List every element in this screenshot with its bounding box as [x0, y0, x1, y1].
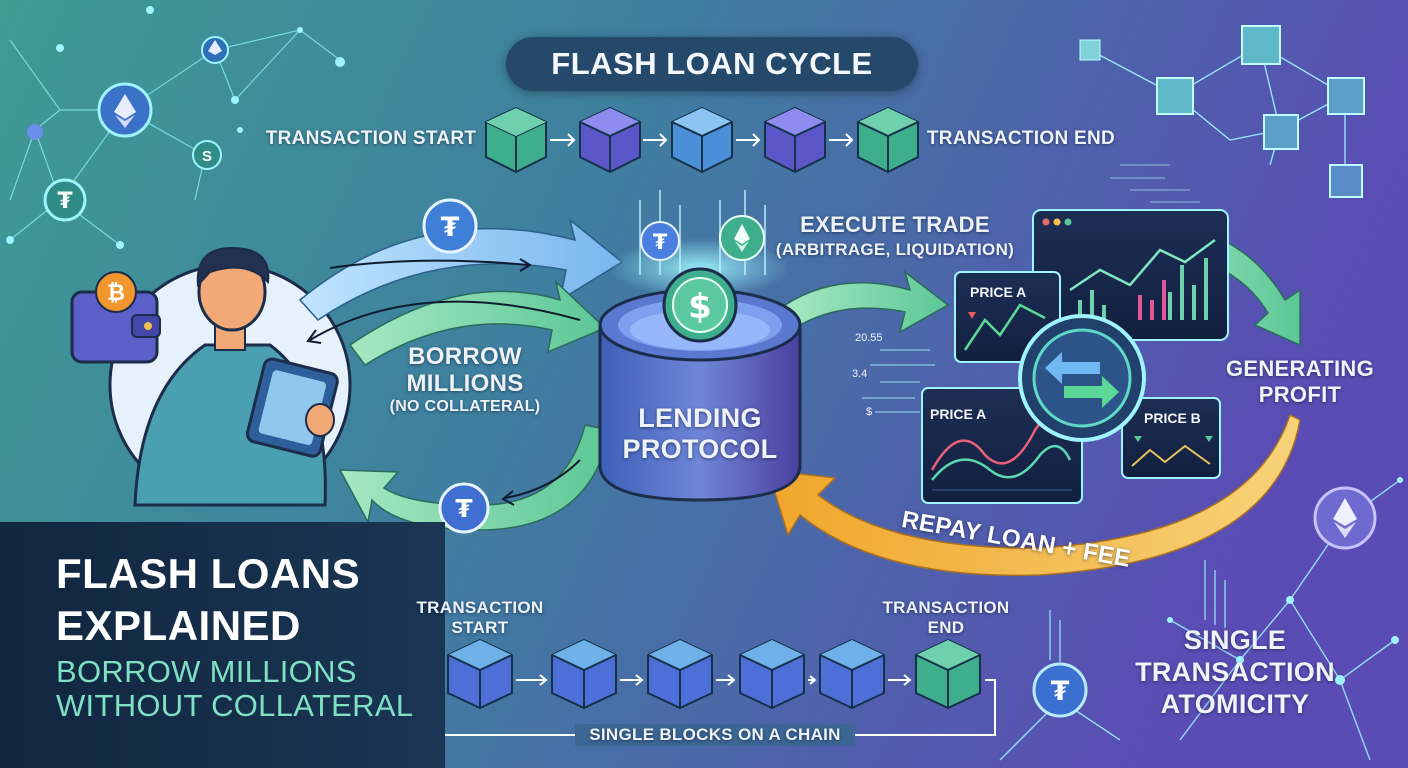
bottom-block-3: [647, 638, 713, 710]
tether-coin-return: ₮: [438, 482, 490, 534]
dashboard-connectors: [862, 349, 935, 413]
bottom-block-4: [739, 638, 805, 710]
bottom-start-label-line1: TRANSACTION: [416, 598, 544, 617]
ether-coin-small: [201, 36, 229, 64]
explainer-panel: [0, 522, 445, 768]
explainer-title-line2: EXPLAINED: [56, 602, 301, 649]
atomicity-line1: SINGLE: [1183, 625, 1287, 655]
bottom-block-6: [915, 638, 981, 710]
repay-arrow: [766, 413, 1301, 577]
execute-arrow: [783, 270, 950, 334]
side-number-2: 3.4: [852, 368, 868, 380]
bottom-block-1: [447, 638, 513, 710]
svg-text:₮: ₮: [1051, 676, 1070, 707]
cycle-title-pill: FLASH LOAN CYCLE: [506, 37, 918, 91]
bottom-block-chain: [431, 638, 996, 736]
svg-text:S: S: [202, 148, 212, 165]
protocol-label-line1: LENDING: [638, 403, 762, 433]
price-panel-2-label: PRICE A: [930, 406, 987, 422]
bottom-start-label-line2: START: [451, 618, 509, 637]
svg-text:₮: ₮: [441, 212, 460, 243]
side-number-3: $: [866, 406, 873, 418]
bitcoin-coin: [95, 271, 137, 313]
tether-coin-bottom: ₮: [1032, 662, 1088, 718]
top-transaction-start-label: TRANSACTION START: [265, 128, 477, 149]
side-number-1: 20.55: [855, 332, 883, 344]
price-panel-3-label: PRICE B: [1144, 410, 1201, 426]
atomicity-line2: TRANSACTION: [1135, 657, 1335, 687]
top-chain-arrows: [550, 133, 854, 147]
stablecoin-small: S: [192, 140, 222, 170]
top-block-chain: [485, 106, 919, 174]
svg-text:₮: ₮: [57, 189, 73, 214]
svg-text:$: $: [688, 287, 712, 327]
user-illustration: [108, 246, 352, 507]
data-lines-right: [1110, 164, 1210, 215]
light-beams-bottom-right: [1049, 560, 1226, 662]
svg-text:₮: ₮: [455, 494, 473, 523]
top-block-1: [485, 106, 547, 174]
top-block-3: [671, 106, 733, 174]
network-cubes-right: [1079, 25, 1365, 198]
tether-coin-vault: ₮: [640, 221, 680, 261]
execute-label-line2: (ARBITRAGE, LIQUIDATION): [775, 240, 1015, 259]
bottom-end-label-line1: TRANSACTION: [882, 598, 1010, 617]
bottom-block-2: [551, 638, 617, 710]
protocol-label-line2: PROTOCOL: [622, 434, 778, 464]
ether-coin-vault: [719, 215, 765, 261]
execute-label-line1: EXECUTE TRADE: [800, 212, 990, 237]
ether-coin-large: [97, 82, 153, 138]
atomicity-line3: ATOMICITY: [1160, 689, 1310, 719]
user-hand: [305, 403, 335, 437]
tether-coin-left: ₮: [43, 178, 87, 222]
price-panel-1-label: PRICE A: [970, 284, 1027, 300]
network-node-purple: [27, 124, 43, 140]
explainer-subtitle-line2: WITHOUT COLLATERAL: [56, 688, 414, 723]
explainer-title-line1: FLASH LOANS: [56, 550, 361, 597]
explainer-title: FLASH LOANS EXPLAINED: [56, 548, 360, 652]
svg-text:₮: ₮: [653, 230, 668, 254]
explainer-subtitle-line1: BORROW MILLIONS: [56, 654, 357, 689]
profit-label-line1: GENERATING: [1225, 356, 1375, 381]
borrow-label-line1: BORROW: [408, 343, 522, 370]
top-block-5: [857, 106, 919, 174]
top-transaction-end-label: TRANSACTION END: [926, 128, 1116, 149]
profit-label-line2: PROFIT: [1258, 382, 1342, 407]
top-block-4: [764, 106, 826, 174]
top-block-2: [579, 106, 641, 174]
borrow-note: (NO COLLATERAL): [389, 398, 541, 415]
user-hair: [196, 246, 270, 288]
wallet-illustration: ₿: [70, 271, 161, 364]
dashboard-price-b: [1121, 397, 1221, 479]
swap-icon: [1018, 314, 1146, 442]
ether-coin-bottom-right: [1313, 486, 1377, 550]
thin-flow-arrows: [306, 258, 581, 506]
bottom-block-5: [819, 638, 885, 710]
bottom-chain-arrows: [432, 674, 912, 686]
bottom-end-label-line2: END: [927, 618, 965, 637]
dollar-coin: $: [662, 267, 738, 343]
explainer-subtitle: BORROW MILLIONS WITHOUT COLLATERAL: [56, 655, 413, 723]
return-arrow-bottom: [338, 424, 611, 531]
borrow-label-line2: MILLIONS: [406, 370, 524, 397]
bottom-chain-caption: SINGLE BLOCKS ON A CHAIN: [575, 724, 855, 746]
svg-text:₿: ₿: [107, 281, 125, 306]
cycle-title: FLASH LOAN CYCLE: [551, 46, 873, 81]
network-nodes-bottom-right: [1167, 477, 1403, 685]
tether-coin-borrow: ₮: [422, 198, 478, 254]
network-nodes-left: [6, 6, 345, 249]
